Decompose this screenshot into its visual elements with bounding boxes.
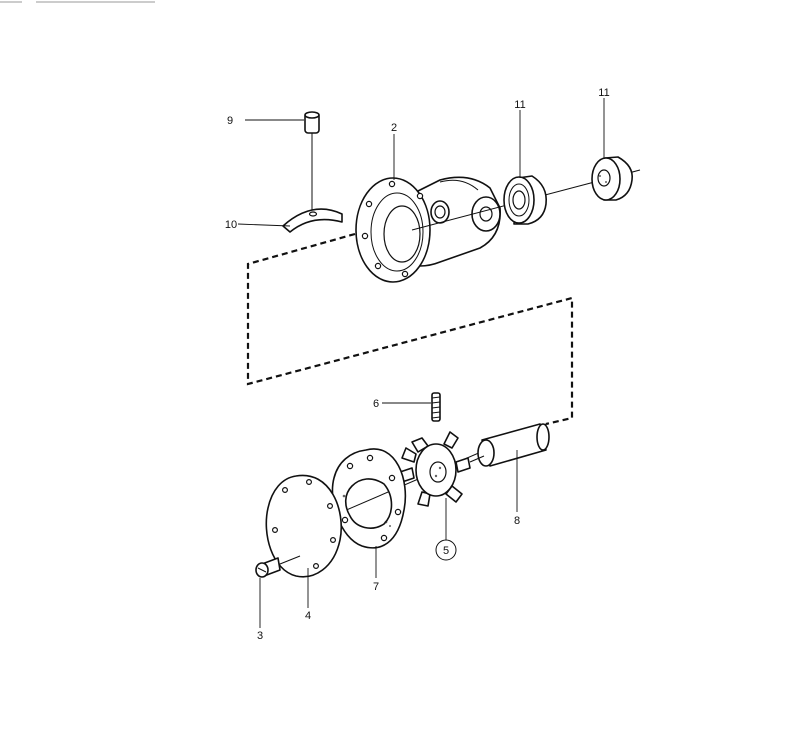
callout-7: 7 (373, 581, 379, 593)
screw-part-9 (304, 111, 320, 210)
callout-9: 9 (227, 115, 233, 127)
callout-11-a: 11 (514, 99, 525, 111)
callout-10: 10 (225, 219, 237, 231)
callout-2: 2 (391, 122, 397, 134)
screw-part-3 (255, 555, 301, 578)
callout-labels: 9 10 2 11 11 6 8 5 7 4 3 (225, 87, 610, 642)
callout-5-circle (435, 539, 457, 561)
callout-5: 5 (443, 545, 449, 557)
cover-plate-part-4 (265, 474, 342, 578)
assembly-dashed-line (246, 232, 574, 426)
impeller-part-5 (399, 431, 471, 507)
shaft-part-8 (469, 423, 550, 467)
leader-lines (237, 98, 605, 628)
stud-part-6 (431, 392, 441, 422)
callout-3: 3 (257, 630, 263, 642)
clamp-part-10 (282, 208, 343, 233)
callout-6: 6 (373, 398, 379, 410)
seal-part-11-a (503, 175, 548, 225)
callout-4: 4 (305, 610, 311, 622)
seal-part-11-b (591, 156, 634, 201)
callout-11-b: 11 (598, 87, 609, 99)
pump-housing-part-2 (355, 176, 501, 283)
callout-8: 8 (514, 515, 520, 527)
gasket-part-7 (331, 448, 407, 549)
